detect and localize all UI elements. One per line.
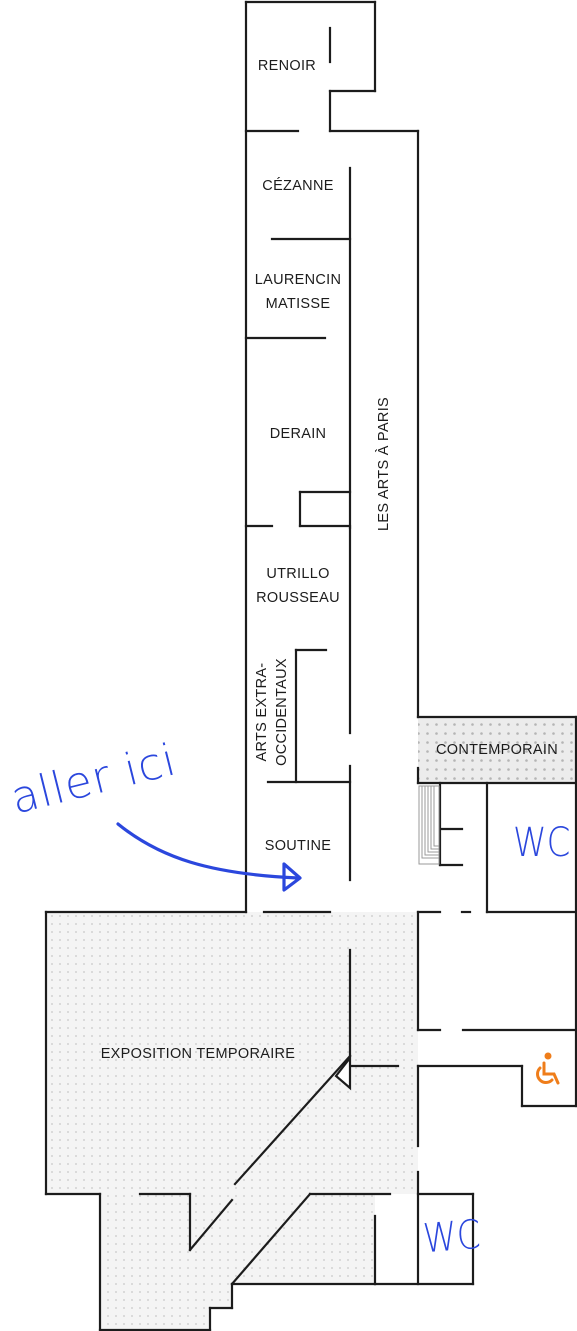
room-label-utrillo: UTRILLO [266, 566, 330, 582]
wc-upper-label: WC [513, 820, 571, 866]
room-label-arts-extra-occidentaux-2: OCCIDENTAUX [274, 658, 290, 766]
walls [44, 0, 577, 1331]
corridor-label-les-arts-a-paris: LES ARTS À PARIS [376, 397, 392, 532]
room-label-rousseau: ROUSSEAU [256, 590, 340, 606]
wheelchair-icon [536, 1052, 560, 1085]
room-label-derain: DERAIN [269, 426, 327, 442]
room-label-cezanne: CÉZANNE [262, 178, 334, 194]
corridor-shaded-zone [350, 912, 418, 1072]
room-label-contemporain: CONTEMPORAIN [435, 742, 559, 758]
room-label-matisse: MATISSE [265, 296, 331, 312]
room-label-soutine: SOUTINE [264, 838, 332, 854]
temporary-exhibition-zone [46, 912, 418, 1330]
wc-lower-label: WC [421, 1211, 482, 1263]
room-label-renoir: RENOIR [257, 58, 317, 74]
stairs-icon [418, 785, 440, 865]
room-label-laurencin: LAURENCIN [254, 272, 342, 288]
contemporain-zone [418, 717, 576, 783]
room-label-exposition-temporaire: EXPOSITION TEMPORAIRE [100, 1046, 296, 1062]
hand-drawn-arrow-icon [116, 822, 302, 892]
